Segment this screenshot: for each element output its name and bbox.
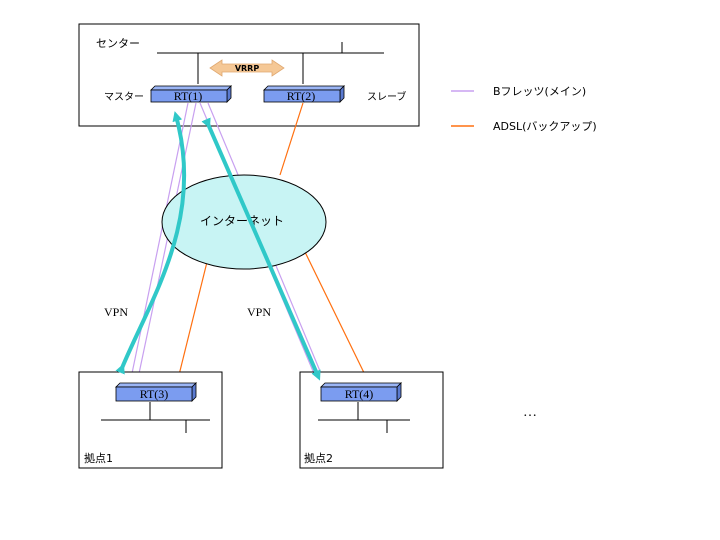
internet-label: インターネット (200, 214, 284, 228)
router-rt2: RT(2) (263, 85, 345, 103)
vpn-label-left: VPN (104, 305, 128, 319)
adsl-line-rt3 (176, 261, 208, 384)
vrrp-label: VRRP (235, 64, 260, 73)
rt4-label: RT(4) (345, 387, 374, 401)
center-box (78, 23, 420, 127)
legend-label-bflets: Bフレッツ(メイン) (493, 85, 586, 98)
legend-label-adsl: ADSL(バックアップ) (493, 120, 597, 133)
vpn-arrow-rt1-rt3 (115, 111, 187, 375)
vrrp-double-arrow (209, 59, 285, 77)
vpn-label-right: VPN (247, 305, 271, 319)
router-rt3: RT(3) (115, 382, 197, 402)
rt2-label: RT(2) (287, 89, 316, 103)
master-label: マスター (104, 91, 144, 103)
center-label: センター (96, 37, 140, 50)
site1-label: 拠点1 (84, 452, 113, 465)
rt1-label: RT(1) (174, 89, 203, 103)
slave-label: スレーブ (367, 90, 406, 103)
ellipsis-more-sites: … (523, 405, 537, 420)
router-rt4: RT(4) (320, 382, 402, 402)
router-rt1: RT(1) (150, 85, 232, 103)
rt3-label: RT(3) (140, 387, 169, 401)
vpn-arrow-rt1-rt4 (201, 117, 321, 381)
site2-label: 拠点2 (304, 452, 333, 465)
